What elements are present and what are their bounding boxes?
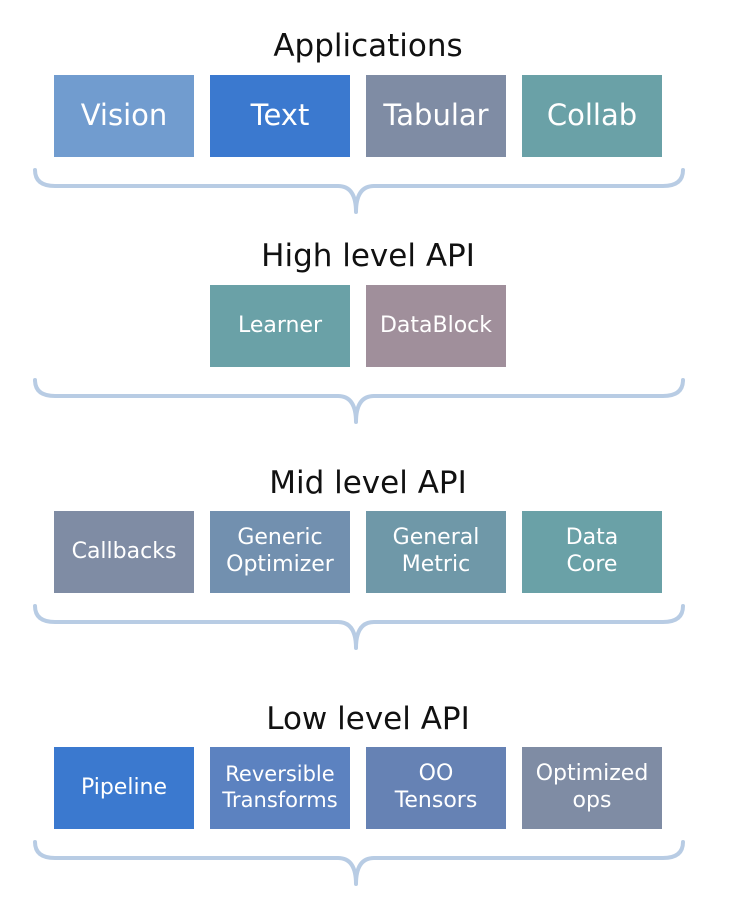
box-callbacks: Callbacks bbox=[54, 511, 194, 593]
layer-title-low-level-api: Low level API bbox=[266, 701, 470, 737]
box-tabular: Tabular bbox=[366, 75, 506, 157]
box-optimized-ops: Optimized ops bbox=[522, 747, 662, 829]
box-text: Text bbox=[210, 75, 350, 157]
layer-title-high-level-api: High level API bbox=[261, 238, 475, 274]
box-data-core: Data Core bbox=[522, 511, 662, 593]
layer-title-applications: Applications bbox=[273, 28, 463, 64]
layer-title-mid-level-api: Mid level API bbox=[269, 465, 467, 501]
box-generic-optimizer: Generic Optimizer bbox=[210, 511, 350, 593]
box-reversible-transforms: Reversible Transforms bbox=[210, 747, 350, 829]
box-learner: Learner bbox=[210, 285, 350, 367]
box-datablock: DataBlock bbox=[366, 285, 506, 367]
box-general-metric: General Metric bbox=[366, 511, 506, 593]
brace-low-level-api bbox=[33, 840, 685, 886]
brace-applications bbox=[33, 168, 685, 214]
box-pipeline: Pipeline bbox=[54, 747, 194, 829]
brace-high-level-api bbox=[33, 378, 685, 424]
box-collab: Collab bbox=[522, 75, 662, 157]
box-oo-tensors: OO Tensors bbox=[366, 747, 506, 829]
brace-mid-level-api bbox=[33, 604, 685, 650]
box-vision: Vision bbox=[54, 75, 194, 157]
